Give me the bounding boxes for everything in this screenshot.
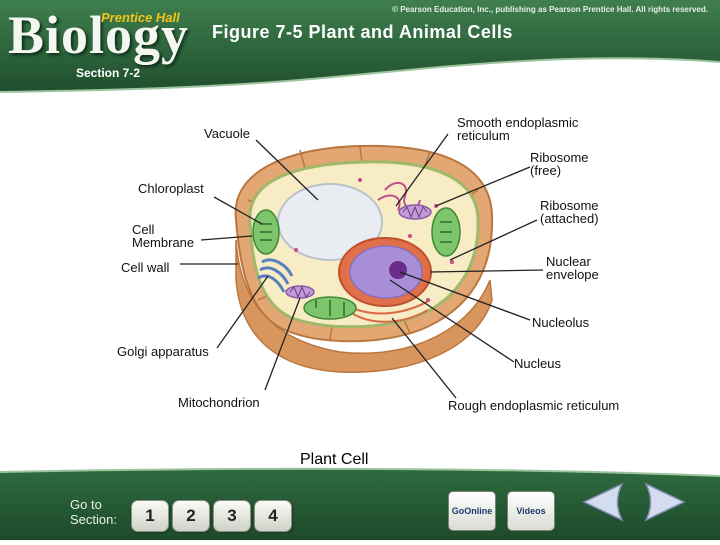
header-banner: Biology Prentice Hall © Pearson Educatio… — [0, 0, 720, 100]
label-ribosome-free-line2: (free) — [530, 163, 562, 178]
label-cell-wall: Cell wall — [121, 260, 170, 275]
section-button-1[interactable]: 1 — [131, 500, 169, 532]
label-chloroplast: Chloroplast — [138, 181, 204, 196]
golgi-apparatus — [257, 258, 294, 293]
header-background — [0, 0, 720, 93]
label-ribosome-attached-line1: Ribosome — [540, 198, 599, 213]
goto-line2: Section: — [70, 512, 117, 527]
previous-arrow-icon[interactable] — [578, 480, 628, 524]
diagram-caption: Plant Cell — [300, 451, 369, 468]
label-cell-membrane-line1: Cell — [132, 222, 155, 237]
label-smooth-er-line2: reticulum — [457, 128, 510, 143]
label-mitochondrion: Mitochondrion — [178, 395, 260, 410]
section-button-4[interactable]: 4 — [254, 500, 292, 532]
section-button-2[interactable]: 2 — [172, 500, 210, 532]
label-golgi-apparatus: Golgi apparatus — [117, 344, 209, 359]
next-arrow-icon[interactable] — [640, 480, 690, 524]
go-online-button[interactable]: GoOnline — [448, 491, 496, 531]
figure-title: Figure 7-5 Plant and Animal Cells — [212, 22, 513, 42]
section-label: Section 7-2 — [76, 66, 141, 80]
label-vacuole: Vacuole — [204, 126, 251, 141]
leader-lines — [180, 133, 544, 399]
cell-wall-side — [235, 239, 493, 373]
plant-cell-diagram — [180, 133, 544, 399]
copyright-notice: © Pearson Education, Inc., publishing as… — [392, 5, 708, 14]
nucleolus — [389, 261, 407, 279]
nucleus — [349, 245, 423, 299]
goto-section-label: Go to Section: — [70, 497, 117, 527]
videos-button[interactable]: Videos — [507, 491, 555, 531]
label-nucleolus: Nucleolus — [532, 315, 590, 330]
mitochondria — [285, 204, 432, 299]
biology-logo: Biology — [8, 5, 190, 65]
label-smooth-er-line1: Smooth endoplasmic — [457, 115, 579, 130]
label-nucleus: Nucleus — [514, 356, 561, 371]
label-nuclear-envelope-line2: envelope — [546, 267, 599, 282]
label-rough-er: Rough endoplasmic reticulum — [448, 398, 620, 413]
section-button-3[interactable]: 3 — [213, 500, 251, 532]
label-cell-membrane-line2: Membrane — [132, 235, 195, 250]
label-ribosome-free-line1: Ribosome — [530, 150, 589, 165]
label-ribosome-attached-line2: (attached) — [540, 211, 599, 226]
goto-line1: Go to — [70, 497, 102, 512]
label-nuclear-envelope-line1: Nuclear — [546, 254, 591, 269]
publisher-logo: Prentice Hall — [101, 10, 180, 25]
